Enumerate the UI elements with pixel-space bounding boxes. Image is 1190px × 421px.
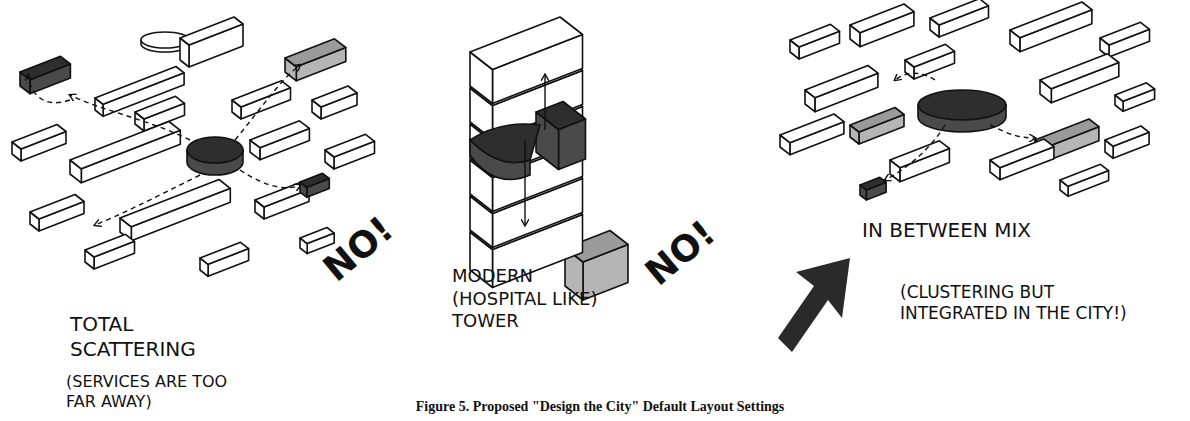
block-top <box>1115 83 1155 102</box>
block-top <box>780 114 844 143</box>
block-top <box>300 173 329 187</box>
figure-caption: Figure 5. Proposed "Design the City" Def… <box>300 398 900 416</box>
block-top <box>860 177 886 190</box>
block-top <box>850 108 904 133</box>
disk-top <box>187 137 243 163</box>
scattered-panel <box>12 17 375 276</box>
block-top <box>905 44 955 67</box>
dashed-path <box>235 65 300 140</box>
block-top <box>850 4 914 33</box>
block-top <box>12 125 66 150</box>
dashed-path <box>95 175 200 225</box>
block-top <box>135 96 185 119</box>
rejection-mark: NO! <box>314 198 412 290</box>
path-arrows <box>28 65 1035 225</box>
block-top <box>250 121 309 148</box>
sketch-label: IN BETWEEN MIX <box>862 218 1052 243</box>
block-top <box>232 81 291 107</box>
sketch-label: (SERVICES ARE TOO FAR AWAY) <box>66 372 256 412</box>
block-top <box>930 0 989 25</box>
block-top <box>180 17 243 45</box>
sketch-label: MODERN (HOSPITAL LIKE) TOWER <box>452 265 622 333</box>
block-top <box>200 242 249 264</box>
block-top <box>120 180 230 227</box>
block-top <box>790 24 840 47</box>
dashed-path <box>895 73 935 80</box>
rejection-mark: NO! <box>636 202 734 294</box>
dashed-path <box>990 125 1035 138</box>
block-top <box>890 141 949 168</box>
block-top <box>285 39 346 67</box>
block-top <box>1100 22 1150 45</box>
block-top <box>1105 126 1149 146</box>
big-arrow <box>778 258 850 352</box>
sketch-label: (CLUSTERING BUT INTEGRATED IN THE CITY!) <box>900 282 1145 325</box>
block-top <box>325 134 375 157</box>
cluster-panel <box>780 0 1155 200</box>
block-top <box>85 234 135 257</box>
sketch-label: TOTAL SCATTERING <box>70 312 210 362</box>
block-top <box>1060 164 1109 186</box>
tower-panel <box>470 17 628 300</box>
disk-top <box>918 90 1006 120</box>
block-top <box>312 86 357 107</box>
block-top <box>536 102 586 130</box>
block-top <box>805 66 878 98</box>
block-top <box>1040 54 1119 89</box>
vertical-arrow <box>524 140 525 225</box>
block-top <box>1010 2 1092 38</box>
dashed-path <box>70 95 190 140</box>
vertical-arrow <box>544 75 545 130</box>
dashed-path <box>28 75 70 103</box>
block-top <box>990 139 1054 168</box>
dashed-path <box>240 170 300 188</box>
block-top <box>300 228 334 244</box>
block-top <box>30 195 84 220</box>
half-cylinder <box>470 124 540 163</box>
dashed-path <box>885 125 945 180</box>
block-top <box>470 17 583 70</box>
block-top <box>255 183 309 208</box>
